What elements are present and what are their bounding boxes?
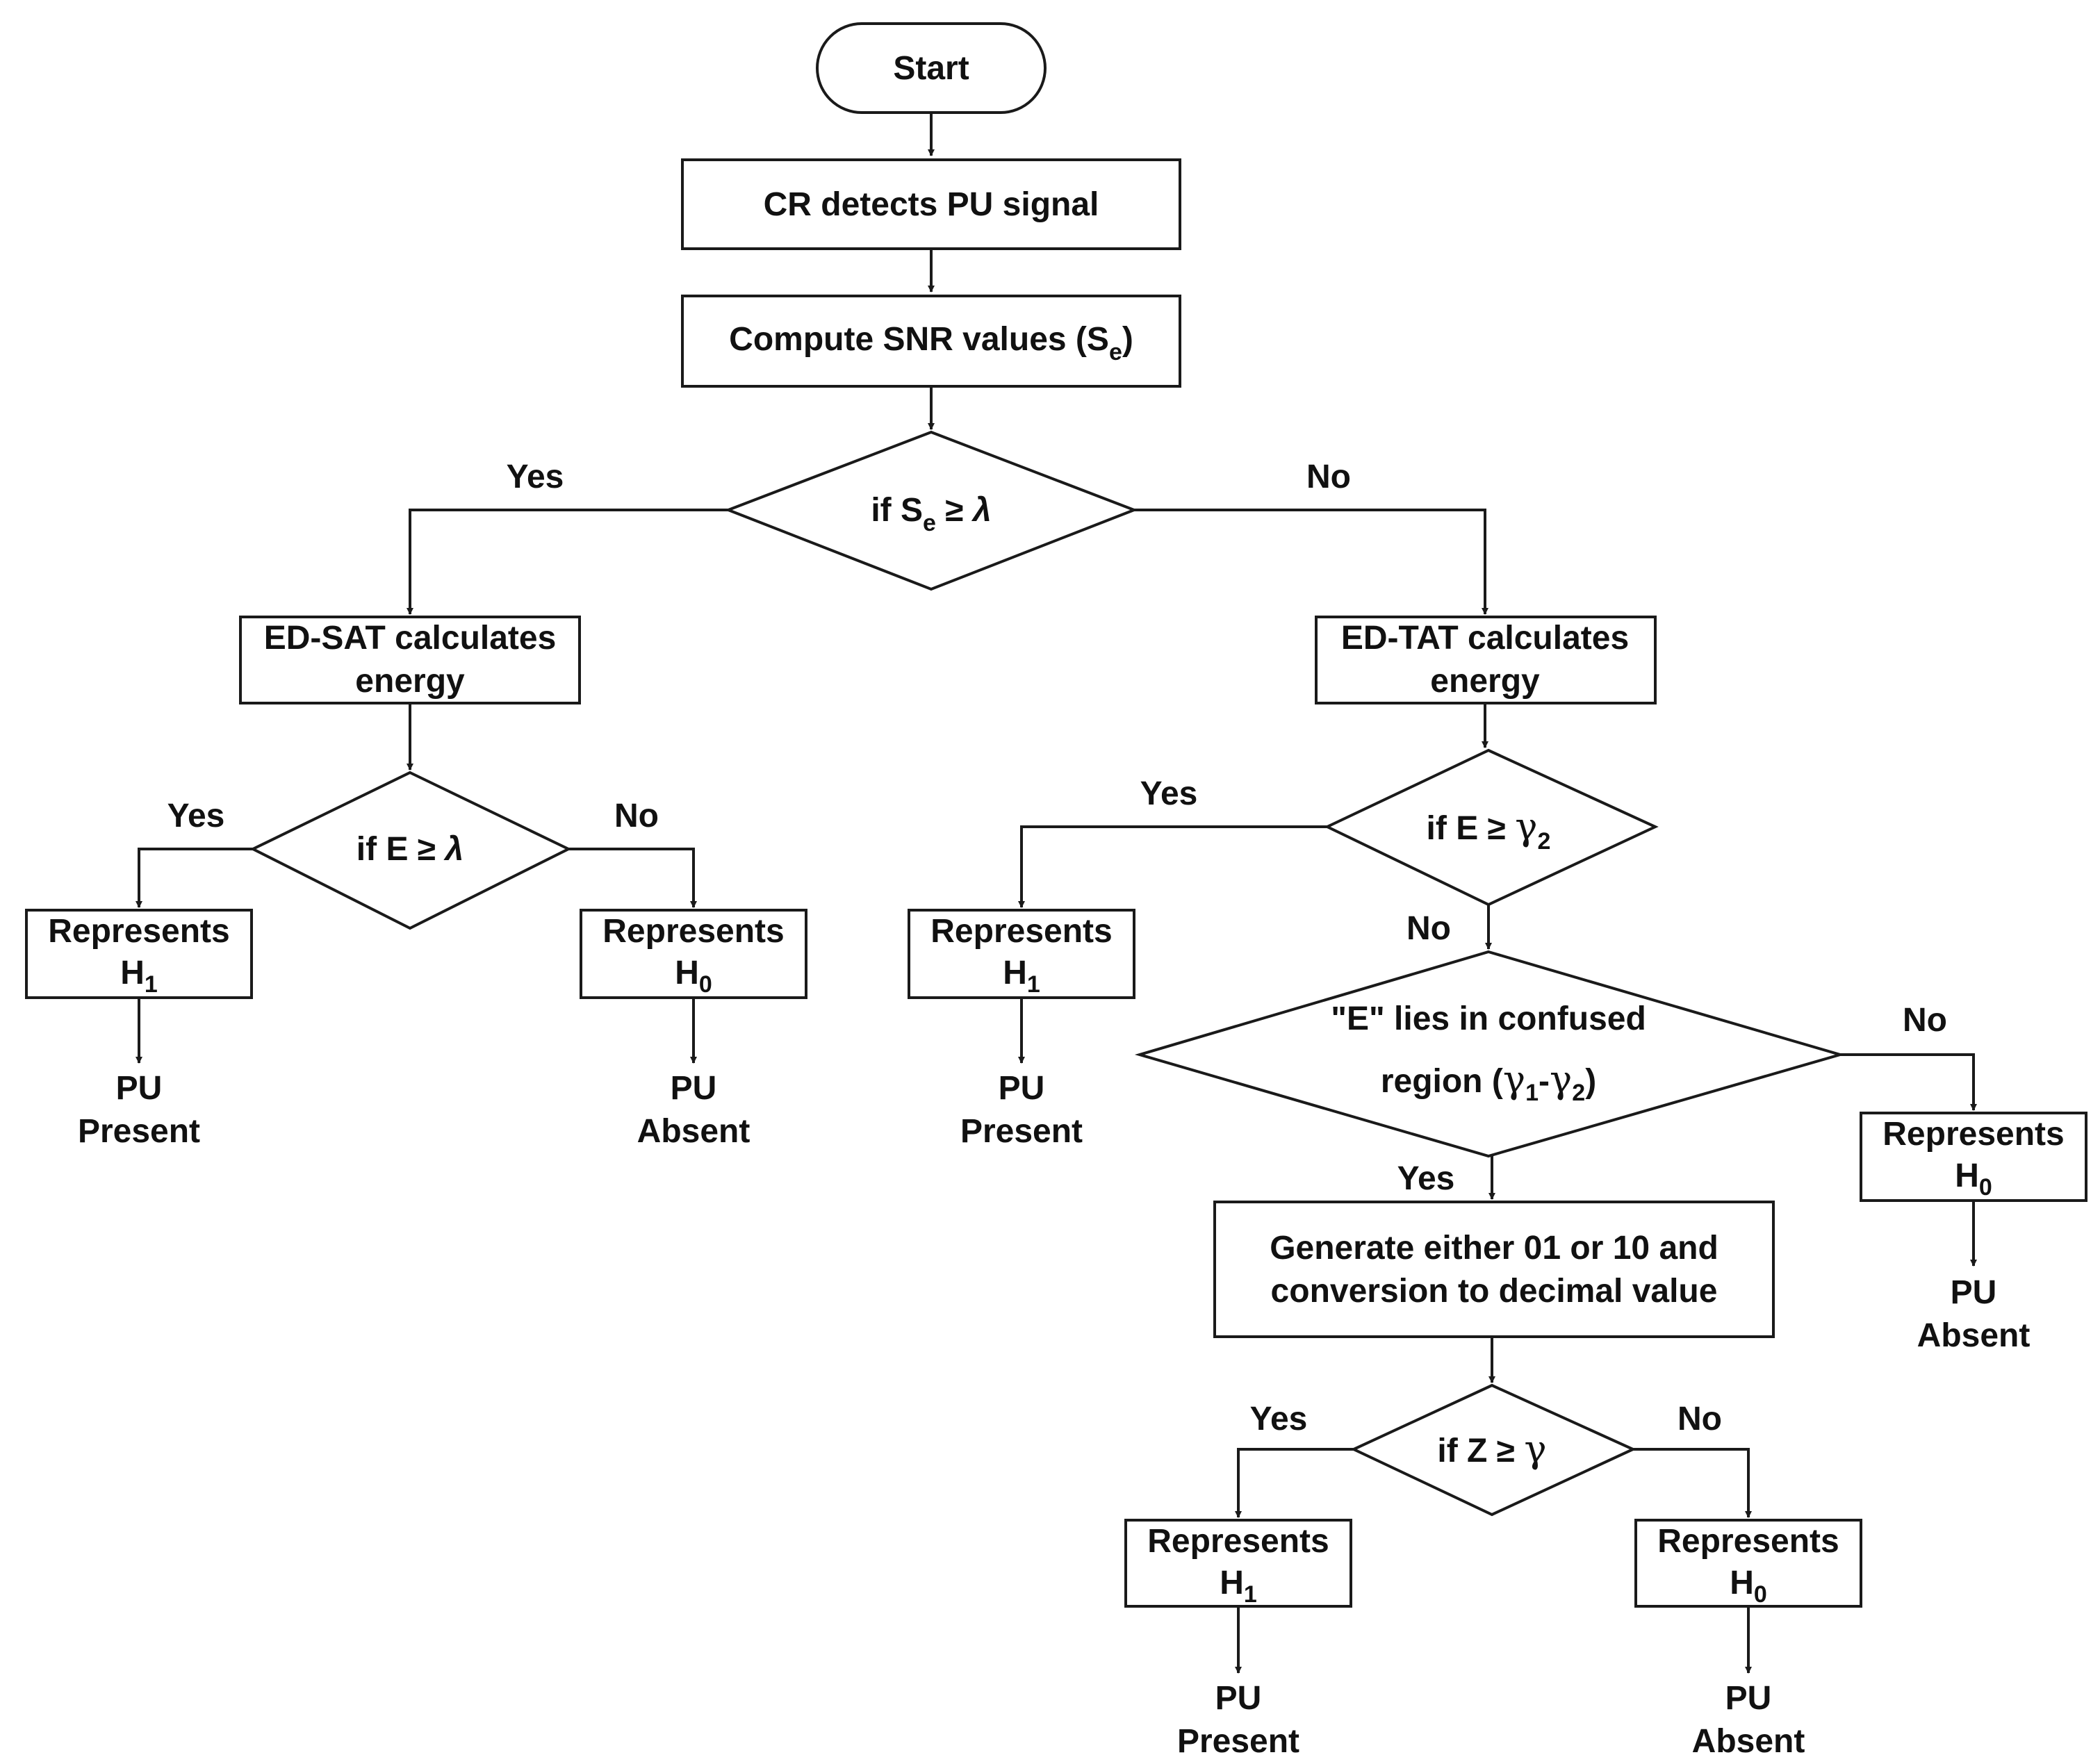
edge-z-yes (1235, 1448, 1354, 1518)
edge-snr-no (1134, 509, 1488, 615)
edge-labels: Yes No Yes No Yes No No Yes Yes No (167, 459, 1947, 1437)
sat-h1-box (25, 909, 253, 999)
z-h0-box (1634, 1519, 1862, 1608)
tat-decision: if E ≥ γ2 (1324, 748, 1659, 907)
snr-decision-diamond (724, 430, 1138, 591)
z-yes-label: Yes (1250, 1401, 1308, 1437)
compute-box (681, 295, 1181, 388)
z-h1-line2: H1 (1220, 1565, 1257, 1608)
ed-tat-line2: energy (1430, 663, 1540, 700)
tat-h1-line1: Represents (930, 913, 1112, 950)
ed-sat-line1: ED-SAT calculates (264, 620, 557, 657)
z-present-line2: Present (1177, 1723, 1299, 1760)
conf-absent-line1: PU (1951, 1274, 1997, 1311)
snr-decision: if Se ≥ λ (724, 430, 1138, 591)
z-no-label: No (1677, 1401, 1722, 1437)
z-h1-node: Represents H1 (1124, 1519, 1352, 1608)
ed-sat-box (239, 616, 581, 704)
sat-h0-node: Represents H0 (580, 909, 807, 999)
sat-h1-node: Represents H1 (25, 909, 253, 999)
generate-line2: conversion to decimal value (1271, 1273, 1718, 1310)
tat-present-line2: Present (960, 1113, 1083, 1150)
tat-h1-node: Represents H1 (908, 909, 1135, 999)
conf-absent-line2: Absent (1917, 1317, 2031, 1354)
conf-h0-line1: Represents (1882, 1116, 2064, 1153)
detect-box (681, 158, 1181, 250)
edge-z-no (1633, 1448, 1752, 1518)
ed-tat-box (1315, 616, 1657, 704)
start-label: Start (893, 50, 969, 87)
sat-decision-label: if E ≥ λ (356, 831, 464, 868)
sat-present-line2: Present (78, 1113, 200, 1150)
detect-node: CR detects PU signal (681, 158, 1181, 250)
detect-label: CR detects PU signal (764, 186, 1099, 223)
ed-sat-node: ED-SAT calculates energy (239, 616, 581, 704)
generate-node: Generate either 01 or 10 and conversion … (1213, 1201, 1775, 1338)
ed-tat-line1: ED-TAT calculates (1341, 620, 1629, 657)
sat-decision-diamond (249, 770, 572, 930)
start-node: Start (816, 22, 1047, 114)
snr-no-label: No (1306, 459, 1351, 495)
ed-tat-node: ED-TAT calculates energy (1315, 616, 1657, 704)
tat-decision-diamond (1324, 748, 1659, 907)
edge-confused-no (1840, 1053, 1977, 1111)
sat-h0-box (580, 909, 807, 999)
conf-h0-line2: H0 (1955, 1157, 1992, 1201)
z-h1-line1: Represents (1147, 1523, 1329, 1560)
edge-sat-yes (136, 848, 253, 908)
tat-no-label: No (1406, 910, 1451, 947)
z-h0-line1: Represents (1657, 1523, 1839, 1560)
sat-absent-line2: Absent (637, 1113, 750, 1150)
compute-label: Compute SNR values (Se) (729, 321, 1133, 365)
confused-yes-label: Yes (1397, 1160, 1455, 1197)
confused-decision-diamond (1134, 950, 1846, 1158)
sat-h1-line2: H1 (120, 955, 158, 998)
sat-h1-line1: Represents (48, 913, 229, 950)
connectors (136, 113, 1977, 1674)
sat-present-line1: PU (116, 1070, 163, 1107)
confused-decision: "E" lies in confused region (γ1-γ2) (1134, 950, 1846, 1158)
z-h0-line2: H0 (1730, 1565, 1767, 1608)
sat-yes-label: Yes (167, 798, 225, 834)
z-h0-node: Represents H0 (1634, 1519, 1862, 1608)
start-terminal (816, 22, 1047, 114)
sat-h0-line1: Represents (602, 913, 784, 950)
confused-line1: "E" lies in confused (1331, 1000, 1646, 1037)
tat-h1-line2: H1 (1003, 955, 1040, 998)
tat-yes-label: Yes (1140, 775, 1198, 812)
conf-h0-node: Represents H0 (1860, 1112, 2087, 1202)
outcomes: PU Present PU Absent PU Present PU Absen… (78, 1070, 2030, 1760)
tat-h1-box (908, 909, 1135, 999)
tat-decision-label: if E ≥ γ2 (1427, 805, 1551, 855)
snr-yes-label: Yes (507, 459, 564, 495)
edge-snr-yes (407, 509, 728, 615)
ed-sat-line2: energy (355, 663, 465, 700)
z-present-line1: PU (1215, 1680, 1262, 1717)
tat-present-line1: PU (999, 1070, 1045, 1107)
compute-node: Compute SNR values (Se) (681, 295, 1181, 388)
confused-line2: region (γ1-γ2) (1381, 1057, 1596, 1106)
z-h1-box (1124, 1519, 1352, 1608)
generate-box (1213, 1201, 1775, 1338)
z-absent-line1: PU (1725, 1680, 1772, 1717)
sat-no-label: No (614, 798, 659, 834)
z-decision-label: if Z ≥ γ (1437, 1427, 1546, 1471)
confused-no-label: No (1903, 1002, 1947, 1039)
edge-tat-yes (1018, 825, 1327, 908)
edge-sat-no (568, 848, 697, 908)
z-decision-diamond (1350, 1383, 1636, 1517)
z-absent-line2: Absent (1692, 1723, 1805, 1760)
snr-decision-label: if Se ≥ λ (871, 492, 991, 536)
sat-decision: if E ≥ λ (249, 770, 572, 930)
sat-h0-line2: H0 (675, 955, 712, 998)
z-decision: if Z ≥ γ (1350, 1383, 1636, 1517)
sat-absent-line1: PU (671, 1070, 717, 1107)
generate-line1: Generate either 01 or 10 and (1270, 1230, 1718, 1267)
conf-h0-box (1860, 1112, 2087, 1202)
